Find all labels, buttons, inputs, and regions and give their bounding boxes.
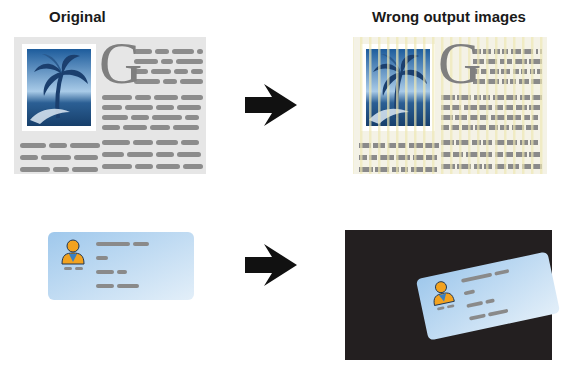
text-line xyxy=(74,155,98,160)
masthead-letter: G xyxy=(438,33,481,93)
text-line xyxy=(152,115,182,120)
arrow-symbol xyxy=(245,244,297,286)
text-line xyxy=(151,69,171,74)
text-line xyxy=(173,125,199,130)
text-line xyxy=(70,143,100,148)
text-line xyxy=(180,79,203,84)
text-line xyxy=(161,59,173,64)
text-line xyxy=(181,95,203,100)
text-line xyxy=(133,140,153,145)
text-line xyxy=(183,164,203,169)
text-line xyxy=(185,115,199,120)
arrow-symbol xyxy=(245,84,297,126)
text-line xyxy=(163,79,177,84)
text-line xyxy=(150,125,170,130)
text-line xyxy=(154,95,178,100)
text-line xyxy=(155,49,169,54)
text-line xyxy=(135,95,151,100)
text-line xyxy=(172,49,194,54)
text-line xyxy=(156,164,180,169)
text-line xyxy=(102,164,132,169)
text-line xyxy=(125,105,153,110)
text-line xyxy=(131,115,149,120)
text-line xyxy=(102,140,130,145)
masthead-letter: G xyxy=(99,33,142,93)
text-line xyxy=(127,152,153,157)
text-line xyxy=(177,105,201,110)
id-card xyxy=(48,232,194,300)
text-line xyxy=(20,167,50,172)
text-line xyxy=(135,164,153,169)
text-line xyxy=(156,140,178,145)
text-line xyxy=(156,152,174,157)
text-line xyxy=(102,125,120,130)
text-line xyxy=(191,69,203,74)
text-line xyxy=(102,152,124,157)
photo xyxy=(22,44,96,131)
text-line xyxy=(176,59,203,64)
text-line xyxy=(156,105,174,110)
text-line xyxy=(177,152,201,157)
text-line xyxy=(49,143,67,148)
text-line xyxy=(123,125,147,130)
panel-heading: Wrong output images xyxy=(372,8,526,25)
text-line xyxy=(53,167,69,172)
id-card xyxy=(416,251,560,340)
panel-heading: Original xyxy=(49,8,106,25)
text-line xyxy=(197,49,203,54)
text-line xyxy=(41,155,71,160)
text-line xyxy=(174,69,188,74)
text-line xyxy=(181,140,199,145)
text-line xyxy=(102,105,122,110)
text-line xyxy=(102,95,132,100)
text-line xyxy=(20,143,46,148)
text-line xyxy=(102,115,128,120)
text-line xyxy=(72,167,98,172)
text-line xyxy=(20,155,38,160)
